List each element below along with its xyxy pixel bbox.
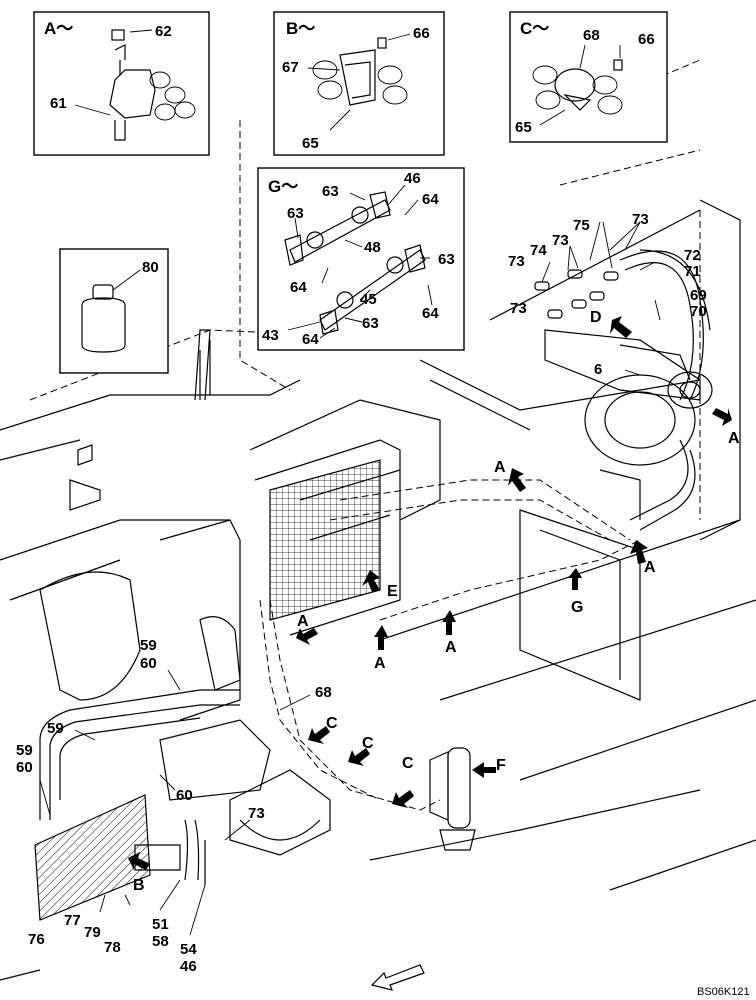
engine-area — [39, 469, 641, 721]
view-ref-12: B — [133, 877, 145, 894]
detail-c-part-2: 65 — [515, 119, 532, 136]
detail-g-part-5: 63 — [438, 251, 455, 268]
detail-g-part-0: 63 — [322, 183, 339, 200]
detail-g-part-7: 45 — [360, 291, 377, 308]
callout-8: 69 — [690, 287, 707, 304]
callout-18: 73 — [248, 805, 265, 822]
detail-g-part-3: 63 — [287, 205, 304, 222]
view-ref-10: C — [402, 755, 414, 772]
machine-frame — [0, 59, 756, 981]
callout-26: 46 — [180, 958, 197, 975]
detail-b: B～ 66 67 65 — [273, 11, 445, 156]
callout-22: 78 — [104, 939, 121, 956]
fittings — [534, 221, 641, 319]
detail-g-title: G～ — [268, 177, 298, 196]
front-direction-arrow — [370, 964, 425, 991]
callout-6: 71 — [684, 263, 701, 280]
detail-g-part-11: 64 — [302, 331, 319, 348]
view-ref-1: A — [728, 430, 740, 447]
detail-a-part-1: 61 — [50, 95, 67, 112]
callout-1: 75 — [573, 217, 590, 234]
callout-23: 51 — [152, 916, 169, 933]
callout-21: 79 — [84, 924, 101, 941]
callout-9: 70 — [690, 303, 707, 320]
view-arrows: D A A E A A A G C C C F B A — [128, 309, 740, 894]
detail-c: C～ 68 66 65 — [509, 11, 668, 143]
callout-4: 73 — [508, 253, 525, 270]
detail-b-part-0: 66 — [413, 25, 430, 42]
view-ref-4: A — [297, 613, 309, 630]
leader-lines — [39, 261, 661, 936]
callout-0: 73 — [632, 211, 649, 228]
callout-17: 60 — [176, 787, 193, 804]
callout-12: 60 — [140, 655, 157, 672]
callout-20: 77 — [64, 912, 81, 929]
detail-c-part-0: 68 — [583, 27, 600, 44]
view-ref-7: G — [571, 599, 583, 616]
bottle-inset: 80 — [59, 248, 169, 374]
detail-g-part-1: 46 — [404, 170, 421, 187]
callout-10: 6 — [594, 361, 602, 378]
bottle-part: 80 — [142, 259, 159, 276]
view-ref-3: E — [387, 583, 398, 600]
detail-g-part-10: 63 — [362, 315, 379, 332]
view-ref-13: A — [644, 559, 656, 576]
callout-13: 68 — [315, 684, 332, 701]
callouts: 73 75 73 74 73 72 71 73 69 70 6 59 60 68… — [16, 211, 707, 975]
callout-16: 60 — [16, 759, 33, 776]
detail-a-title: A～ — [44, 19, 73, 38]
detail-c-part-1: 66 — [638, 31, 655, 48]
view-ref-11: F — [496, 757, 506, 774]
detail-g-part-6: 64 — [290, 279, 307, 296]
callout-5: 72 — [684, 247, 701, 264]
detail-a: A～ 62 61 — [33, 11, 210, 156]
detail-b-title: B～ — [286, 19, 315, 38]
callout-3: 74 — [530, 242, 547, 259]
callout-11: 59 — [140, 637, 157, 654]
receiver-dryer — [429, 747, 476, 851]
view-ref-6: A — [445, 639, 457, 656]
detail-g-part-4: 48 — [364, 239, 381, 256]
view-ref-2: A — [494, 459, 506, 476]
view-ref-8: C — [326, 715, 338, 732]
detail-g-part-9: 43 — [262, 327, 279, 344]
view-ref-0: D — [590, 309, 602, 326]
callout-25: 54 — [180, 941, 197, 958]
detail-b-part-1: 67 — [282, 59, 299, 76]
lower-components — [34, 719, 331, 921]
callout-2: 73 — [552, 232, 569, 249]
detail-g-part-2: 64 — [422, 191, 439, 208]
view-ref-9: C — [362, 735, 374, 752]
callout-24: 58 — [152, 933, 169, 950]
detail-b-part-2: 65 — [302, 135, 319, 152]
detail-c-title: C～ — [520, 19, 549, 38]
detail-g: G～ 63 46 64 63 48 63 64 45 64 43 63 64 — [257, 167, 465, 351]
callout-14: 59 — [47, 720, 64, 737]
callout-19: 76 — [28, 931, 45, 948]
callout-7: 73 — [510, 300, 527, 317]
view-ref-5: A — [374, 655, 386, 672]
figure-code: BS06K121 — [697, 986, 750, 998]
detail-g-part-8: 64 — [422, 305, 439, 322]
detail-a-part-0: 62 — [155, 23, 172, 40]
compressor — [544, 329, 713, 466]
callout-15: 59 — [16, 742, 33, 759]
